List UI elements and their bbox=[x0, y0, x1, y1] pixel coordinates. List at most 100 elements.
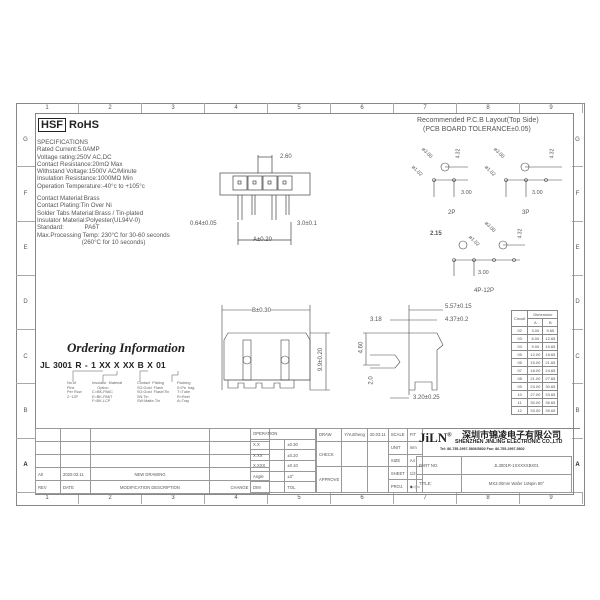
column-label: 2 bbox=[79, 103, 142, 113]
header-b: B bbox=[542, 318, 559, 327]
drawing-title: MX3.00mm Wafer 1xNpin 90° bbox=[461, 474, 572, 493]
dim-left: 3.18 bbox=[370, 317, 382, 323]
approve-label: APPROVE bbox=[315, 466, 343, 493]
company-logo: JiLN® bbox=[419, 430, 452, 445]
spec-line: Rated Current:5.0AMP bbox=[37, 146, 100, 154]
column-label: 1 bbox=[16, 103, 79, 113]
col-tol: TOL bbox=[284, 481, 316, 493]
column-label: 9 bbox=[520, 103, 583, 113]
company-name-en: SHENZHEN JINLING ELECTRONIC CO.,LTD bbox=[455, 439, 563, 445]
part-no: JL3001R-1XXXXXBX01 bbox=[461, 456, 572, 475]
column-label: 5 bbox=[268, 493, 331, 504]
hsf-label: HSF bbox=[38, 118, 66, 132]
dim-pitch: 2.60 bbox=[280, 154, 292, 160]
drawing-area bbox=[35, 113, 574, 495]
spec-line: Withstand Voltage:1500V AC/Minute bbox=[37, 168, 137, 176]
dim-spacing: 3.0±0.1 bbox=[297, 221, 317, 227]
header-circuit: Circuit bbox=[510, 310, 529, 327]
column-label: 7 bbox=[394, 493, 457, 504]
rev-date: 2020.03.11 bbox=[60, 467, 91, 481]
label-2p: 2P bbox=[448, 210, 456, 216]
column-label: 2 bbox=[79, 493, 142, 504]
row-ruler-right: G F E D C B A bbox=[572, 113, 583, 493]
column-ruler-bottom: 1 2 3 4 5 6 7 8 9 bbox=[16, 493, 583, 504]
material-line: Insulator Material:Polyester(UL94V-0) bbox=[37, 216, 141, 224]
column-label: 3 bbox=[142, 103, 205, 113]
check-label: CHECK bbox=[315, 440, 343, 468]
column-label: 1 bbox=[16, 493, 79, 504]
row-ruler-left: G F E D C B A bbox=[16, 113, 35, 493]
dim-bottom: 3.20±0.25 bbox=[413, 395, 440, 401]
column-label: 8 bbox=[457, 493, 520, 504]
column-label: 5 bbox=[268, 103, 331, 113]
dim-offset: 2.15 bbox=[430, 231, 442, 237]
col-rev: REV bbox=[35, 480, 61, 494]
row-label: A bbox=[572, 439, 583, 493]
column-label: 6 bbox=[331, 103, 394, 113]
spec-line: Contact Resistance:20mΩ Max bbox=[37, 160, 123, 168]
label-4p-12p: 4P-12P bbox=[474, 288, 495, 294]
header-dimension: Dimension bbox=[527, 310, 559, 319]
draw-date: 20.03.11 bbox=[366, 428, 389, 442]
column-ruler-top: 1 2 3 4 5 6 7 8 9 bbox=[16, 103, 583, 113]
row-label: G bbox=[16, 113, 35, 168]
column-label: 4 bbox=[205, 493, 268, 504]
dim-pin-width: 0.64±0.05 bbox=[190, 221, 217, 227]
material-line: Standard: PA6T bbox=[37, 224, 100, 232]
header-a: A bbox=[527, 318, 544, 327]
spec-line: Insulation Resistance:1000MΩ Min bbox=[37, 175, 133, 183]
dim-body-depth: 4.37±0.2 bbox=[445, 317, 469, 323]
column-label: 8 bbox=[457, 103, 520, 113]
column-label: 9 bbox=[520, 493, 583, 504]
pcb-layout-title: Recommended P.C.B Layout(Top Side) bbox=[417, 117, 539, 124]
title-label: TITLE: bbox=[416, 474, 462, 493]
ordering-code: JL 3001 R - 1 XX X XX B X 01 bbox=[40, 360, 166, 370]
spec-line: Voltage rating:250V AC,DC bbox=[37, 153, 112, 161]
part-info-table: PART NO.JL3001R-1XXXXXBX01 TITLE:MX3.00m… bbox=[416, 456, 572, 493]
dim-small: 2.0 bbox=[368, 376, 375, 385]
row-label: E bbox=[16, 222, 35, 276]
dim-pitch: 3.00 bbox=[461, 190, 472, 196]
material-line: (260°C for 10 seconds) bbox=[37, 238, 146, 246]
row-label: E bbox=[572, 222, 583, 276]
dim-vertical: 4.60 bbox=[358, 341, 365, 354]
part-no-label: PART NO. bbox=[416, 456, 462, 475]
spec-line: Operation Temperature:-40°c to +105°c bbox=[37, 182, 145, 190]
company-name-cn: 深圳市锦凌电子有限公司 bbox=[462, 430, 562, 440]
row-label: C bbox=[572, 330, 583, 385]
ordering-note-pins: No.of Pins Per Row 2~12P bbox=[67, 381, 82, 399]
row-label: D bbox=[16, 276, 35, 331]
dim-pitch: 3.00 bbox=[478, 270, 489, 276]
dim-b: B±0.30 bbox=[252, 308, 271, 315]
rohs-label: RoHS bbox=[69, 119, 99, 131]
row-label: B bbox=[572, 384, 583, 439]
ordering-note-plating: Contact Plating SG:Gold Flash SG:Gold Fl… bbox=[137, 381, 170, 403]
ordering-note-packing: Packing 0=Pe bag T=Tube R=Reel A=Tray bbox=[177, 381, 195, 403]
dim-pitch: 3.00 bbox=[532, 190, 543, 196]
column-label: 7 bbox=[394, 103, 457, 113]
draw-label: DRAW bbox=[315, 428, 343, 442]
dim-a: A±0.20 bbox=[253, 237, 272, 243]
spec-title: SPECIFICATIONS bbox=[37, 139, 89, 146]
company-contact: Tel: 86-755-2997-5806/5802 Fax: 86-755-2… bbox=[440, 447, 525, 451]
column-label: 6 bbox=[331, 493, 394, 504]
row-label: G bbox=[572, 113, 583, 168]
material-line: Contact Material:Brass bbox=[37, 195, 100, 203]
row-label: B bbox=[16, 384, 35, 439]
